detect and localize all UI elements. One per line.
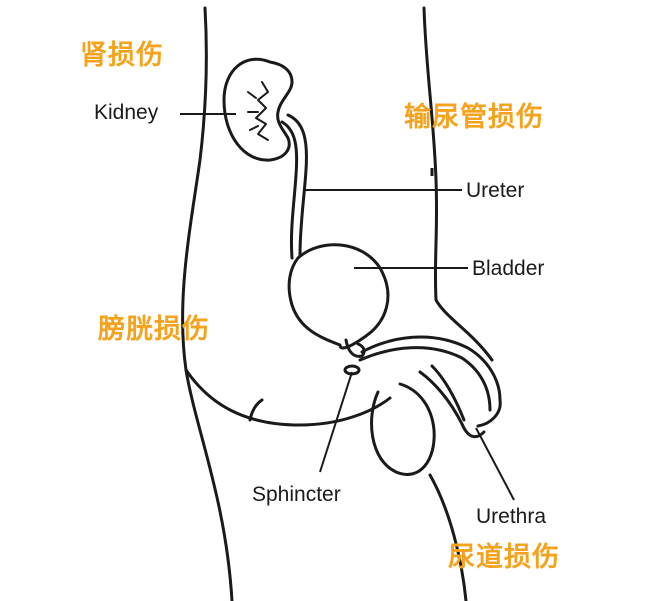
- bladder-neck: [344, 338, 366, 358]
- urethra-outer: [360, 335, 502, 402]
- urethra-label: Urethra: [476, 505, 547, 528]
- penis-tip: [476, 398, 502, 428]
- buttock-curve: [184, 368, 392, 427]
- bladder-shape: [287, 243, 390, 350]
- bladder-label: Bladder: [472, 257, 545, 280]
- urethra-leader: [475, 427, 515, 501]
- sphincter-leader: [319, 371, 353, 473]
- thigh-line: [428, 473, 468, 601]
- ureter-injury-label: 输尿管损伤: [404, 102, 544, 133]
- kidney-calyx: [247, 91, 259, 131]
- penis-underside: [418, 370, 486, 439]
- urethra-injury-label: 尿道损伤: [448, 542, 560, 573]
- urethra-underside: [430, 364, 466, 422]
- kidney-shape: [222, 57, 294, 162]
- urethra-inner: [358, 346, 492, 412]
- bladder-injury-label: 膀胱损伤: [98, 314, 210, 345]
- ureter-inner: [280, 120, 299, 260]
- ureter-label: Ureter: [466, 179, 525, 202]
- kidney-injury-label: 肾损伤: [80, 40, 164, 71]
- body-outline-front: [422, 6, 494, 362]
- kidney-pelvis: [255, 81, 269, 141]
- ureter-outer: [286, 113, 308, 257]
- scrotum: [370, 382, 436, 476]
- sphincter-label: Sphincter: [252, 483, 341, 506]
- buttock-fold: [248, 398, 264, 422]
- body-outline-back: [181, 6, 234, 601]
- kidney-label: Kidney: [94, 101, 159, 124]
